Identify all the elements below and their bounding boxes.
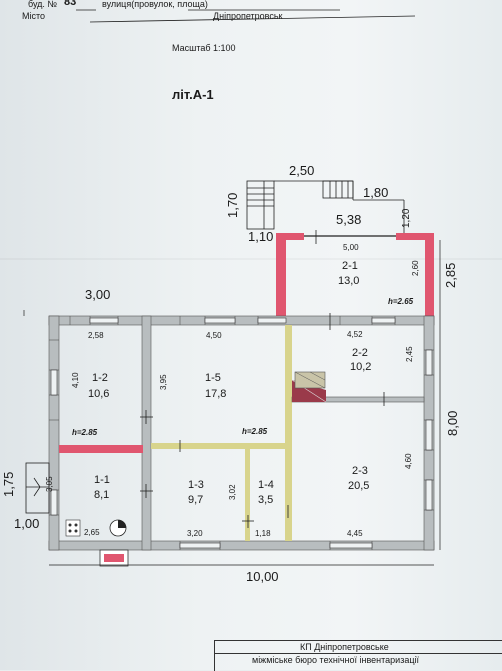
street-label: вулиця(провулок, площа) [102, 0, 208, 9]
dim-4-60: 4,60 [404, 453, 413, 469]
dim-3-05: 3,05 [45, 476, 54, 492]
height-2-65: h=2.65 [388, 297, 414, 306]
dim-2-60: 2,60 [411, 260, 420, 276]
height-2-85-mid: h=2.85 [242, 427, 268, 436]
room-2-3-id: 2-3 [352, 465, 368, 477]
dim-3-00: 3,00 [85, 287, 111, 302]
house-number: 83 [64, 0, 77, 8]
dim-2-85: 2,85 [443, 262, 458, 288]
stove-block [291, 371, 327, 403]
dim-1-00: 1,00 [14, 516, 40, 531]
dim-8-00: 8,00 [445, 410, 460, 436]
room-1-3-id: 1-3 [188, 479, 204, 491]
extension-walls [276, 230, 434, 318]
room-2-2-id: 2-2 [352, 347, 368, 359]
room-2-2-area: 10,2 [350, 361, 372, 373]
dim-1-20: 1,20 [401, 208, 412, 228]
city-label: Місто [22, 11, 46, 21]
dim-4-45: 4,45 [347, 529, 363, 538]
dim-1-75: 1,75 [1, 471, 16, 497]
room-1-5-id: 1-5 [205, 372, 221, 384]
room-1-2-area: 10,6 [88, 388, 110, 400]
top-stairs [246, 180, 405, 233]
dim-3-95: 3,95 [159, 374, 168, 390]
dim-1-10: 1,10 [248, 229, 274, 244]
dim-2-65: 2,65 [84, 528, 100, 537]
dim-3-02: 3,02 [228, 484, 237, 500]
room-1-4-area: 3,5 [258, 494, 274, 506]
room-1-5-area: 17,8 [205, 388, 227, 400]
room-2-3-area: 20,5 [348, 480, 370, 492]
footer-line1: КП Дніпропетровське [300, 642, 389, 652]
footer-line2: міжміське бюро технічної інвентаризації [252, 655, 419, 665]
scale-label: Масштаб 1:100 [172, 43, 236, 53]
dim-5-00: 5,00 [343, 243, 359, 252]
room-2-1-id: 2-1 [342, 260, 358, 272]
dim-1-70: 1,70 [225, 192, 240, 218]
dim-3-20: 3,20 [187, 529, 203, 538]
room-1-3-area: 9,7 [188, 494, 204, 506]
height-2-85-left: h=2.85 [72, 428, 98, 437]
city-value: Дніпропетровськ [213, 11, 283, 21]
room-1-2-id: 1-2 [92, 372, 108, 384]
dim-2-45: 2,45 [405, 346, 414, 362]
room-2-1-area: 13,0 [338, 275, 360, 287]
dim-2-50: 2,50 [289, 163, 315, 178]
dim-4-52: 4,52 [347, 330, 363, 339]
dim-1-18: 1,18 [255, 529, 271, 538]
lit-label: літ.А-1 [172, 87, 214, 102]
footer-divider [214, 653, 502, 654]
dim-5-38: 5,38 [336, 212, 362, 227]
footer-box [214, 640, 502, 671]
dim-4-10: 4,10 [71, 372, 80, 388]
room-1-1-area: 8,1 [94, 489, 110, 501]
dim-1-80: 1,80 [363, 185, 389, 200]
dim-10-00: 10,00 [246, 569, 279, 584]
house-label: буд. № [28, 0, 58, 9]
dim-2-58: 2,58 [88, 331, 104, 340]
dim-4-50: 4,50 [206, 331, 222, 340]
left-porch [25, 462, 50, 514]
room-1-4-id: 1-4 [258, 479, 274, 491]
main-walls [48, 315, 435, 551]
room-1-1-id: 1-1 [94, 474, 110, 486]
